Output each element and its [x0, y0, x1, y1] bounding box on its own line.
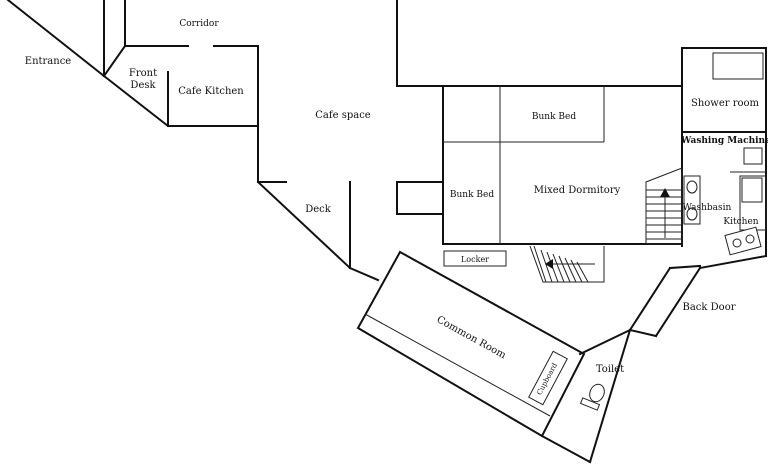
kitchen-stove	[724, 226, 762, 256]
stairs-right-arrowhead	[660, 188, 670, 197]
mixed-dormitory-label: Mixed Dormitory	[534, 185, 621, 196]
bunk-bed-top-label: Bunk Bed	[532, 112, 576, 122]
front-desk-label-line2: Desk	[130, 80, 156, 91]
deck-label: Deck	[305, 204, 332, 215]
toilet-bottom-wall	[540, 434, 592, 464]
toilet-right-wall	[588, 328, 632, 464]
common-room-inner-line	[364, 313, 551, 417]
front-desk-outer-wall	[102, 74, 170, 128]
deck-diagonal-wall	[256, 180, 352, 270]
corridor-label: Corridor	[179, 19, 219, 29]
kitchen-label: Kitchen	[723, 217, 758, 227]
shower-tray	[712, 52, 764, 80]
stairs-right-outline	[645, 167, 683, 245]
toilet-top-wall	[578, 328, 658, 356]
cupboard	[528, 350, 568, 406]
entrance-wall	[6, 0, 106, 78]
toilet: Toilet	[579, 364, 624, 411]
mixed-dormitory: Bunk Bed Bunk Bed Mixed Dormitory Locker	[396, 85, 683, 267]
cafe-kitchen-label: Cafe Kitchen	[178, 86, 244, 97]
dorm-alcove	[396, 181, 444, 215]
washbasin-counter	[683, 175, 701, 225]
stairs-bottom-arrowhead	[545, 259, 553, 269]
washbasin-bottom	[686, 207, 698, 221]
deck-link-wall	[348, 266, 380, 282]
common-room-outline	[356, 250, 586, 438]
stairs-right	[645, 167, 683, 245]
back-corridor-wall-b	[654, 266, 702, 338]
kitchen-sink	[741, 177, 763, 203]
shower-room: Shower room Washing Machine Kitchen Wash…	[680, 52, 768, 256]
washing-machine-label: Washing Machine	[680, 136, 768, 146]
walls	[6, 0, 768, 464]
stairs-bottom	[529, 245, 605, 283]
washbasin-top	[686, 180, 698, 194]
toilet-label: Toilet	[596, 364, 624, 375]
front-desk-diagonal	[102, 44, 127, 78]
stairs-bottom-outline	[529, 245, 605, 283]
stove-burner-right	[745, 234, 755, 244]
toilet-bowl	[589, 383, 605, 403]
locker	[443, 250, 507, 267]
bunk-bed-left-label: Bunk Bed	[450, 190, 494, 200]
washing-machine	[743, 147, 763, 165]
back-door-label: Back Door	[683, 302, 736, 313]
locker-label: Locker	[461, 255, 489, 264]
front-desk-label-line1: Front	[129, 68, 157, 79]
common-room-label: Common Room	[435, 314, 508, 361]
washbasin-label: Washbasin	[683, 203, 732, 213]
back-right-wall	[698, 254, 768, 270]
stairs-right-treads	[646, 189, 682, 240]
toilet-tank	[579, 397, 601, 411]
common-room: Common Room Cupboard	[356, 250, 586, 438]
dormitory-outline	[442, 85, 683, 245]
cafe-space-label: Cafe space	[315, 110, 371, 121]
shower-room-label: Shower room	[691, 98, 760, 109]
kitchen-counter	[730, 171, 767, 231]
back-corridor-wall-a	[628, 266, 672, 332]
labels: Entrance Corridor Front Desk Cafe Kitche…	[25, 19, 736, 313]
entrance-label: Entrance	[25, 56, 72, 67]
back-right-joint	[668, 264, 702, 270]
stove-burner-left	[732, 238, 742, 248]
